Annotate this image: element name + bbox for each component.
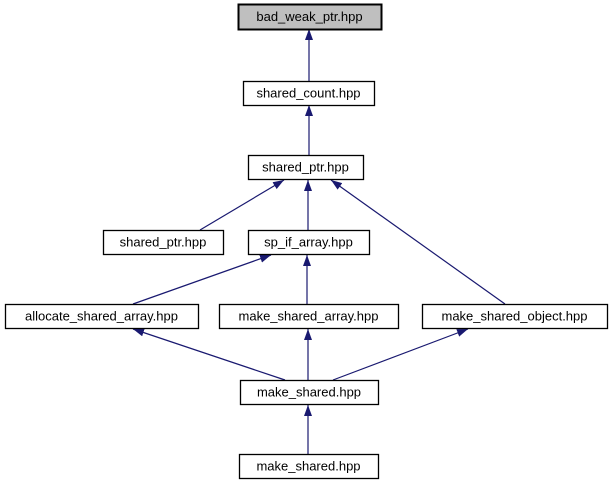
graph-node-label: shared_ptr.hpp	[262, 160, 349, 175]
graph-node-label: shared_ptr.hpp	[120, 235, 207, 250]
graph-node-shared_ptr_2[interactable]: shared_ptr.hpp	[102, 229, 225, 256]
graph-node-label: shared_count.hpp	[256, 86, 360, 101]
graph-node-make_shared_array[interactable]: make_shared_array.hpp	[218, 303, 400, 330]
graph-node-sp_if_array[interactable]: sp_if_array.hpp	[247, 229, 371, 256]
graph-node-label: make_shared.hpp	[257, 385, 361, 400]
graph-node-label: sp_if_array.hpp	[264, 235, 353, 250]
graph-node-label: allocate_shared_array.hpp	[25, 309, 178, 324]
graph-node-box[interactable]	[421, 303, 609, 330]
graph-node-label: make_shared_object.hpp	[442, 309, 588, 324]
graph-node-box[interactable]	[239, 379, 380, 406]
graph-node-label: bad_weak_ptr.hpp	[256, 9, 362, 24]
graph-node-box[interactable]	[247, 229, 371, 256]
graph-node-shared_ptr_main[interactable]: shared_ptr.hpp	[247, 154, 365, 181]
graph-node-label: make_shared.hpp	[256, 459, 360, 474]
graph-node-box[interactable]	[218, 303, 400, 330]
graph-node-make_shared_bottom[interactable]: make_shared.hpp	[238, 453, 380, 480]
graph-node-box[interactable]	[238, 453, 380, 480]
graph-node-box[interactable]	[102, 229, 225, 256]
graph-edge-allocate_shared_array-to-sp_if_array	[132, 254, 272, 305]
graph-node-bad_weak_ptr[interactable]: bad_weak_ptr.hpp	[237, 3, 383, 31]
graph-edge-make_shared_mid-to-allocate_shared_array	[132, 328, 286, 381]
graph-node-box[interactable]	[247, 154, 365, 181]
graph-edge-make_shared_mid-to-make_shared_object	[332, 328, 469, 381]
graph-edge-shared_ptr_2-to-shared_ptr_main	[199, 179, 285, 231]
graph-node-box[interactable]	[237, 3, 383, 31]
graph-node-box[interactable]	[4, 303, 200, 330]
graph-edge-make_shared_object-to-shared_ptr_main	[330, 179, 506, 305]
graph-node-label: make_shared_array.hpp	[239, 309, 379, 324]
graph-node-make_shared_mid[interactable]: make_shared.hpp	[239, 379, 380, 406]
graph-node-allocate_shared_array[interactable]: allocate_shared_array.hpp	[4, 303, 200, 330]
graph-node-box[interactable]	[242, 80, 376, 107]
graph-node-shared_count[interactable]: shared_count.hpp	[242, 80, 376, 107]
graph-node-make_shared_object[interactable]: make_shared_object.hpp	[421, 303, 609, 330]
